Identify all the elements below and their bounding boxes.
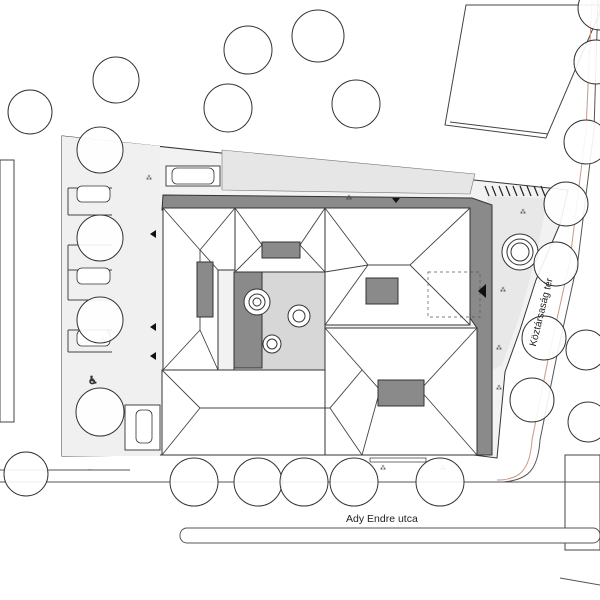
svg-text:⁂: ⁂ bbox=[146, 175, 152, 182]
car-icon bbox=[135, 409, 153, 444]
tree-canopy-icon bbox=[329, 457, 379, 507]
tree-canopy-icon bbox=[7, 89, 53, 135]
svg-text:‥: ‥ bbox=[88, 465, 92, 472]
entrance-arrow-icon bbox=[392, 198, 400, 203]
light-well-northeast bbox=[365, 277, 399, 305]
tree-canopy-icon bbox=[169, 457, 219, 507]
tree-canopy-icon bbox=[533, 241, 579, 287]
corner-curb bbox=[559, 577, 600, 586]
wheelchair-icon: ♿ bbox=[88, 374, 98, 387]
tree-canopy-icon bbox=[543, 181, 589, 227]
neighbour-building-line bbox=[449, 121, 549, 135]
tree-canopy-icon bbox=[573, 39, 600, 85]
ridge-northeast bbox=[324, 207, 471, 326]
trees bbox=[3, 0, 600, 507]
building bbox=[161, 194, 493, 456]
street-label-ady-endre: Ady Endre utca bbox=[346, 513, 418, 525]
tree-canopy-icon bbox=[565, 329, 600, 371]
tree-canopy-icon bbox=[3, 451, 49, 497]
parking-area bbox=[62, 136, 160, 456]
svg-text:⁂: ⁂ bbox=[380, 465, 386, 472]
tree-canopy-icon bbox=[76, 214, 124, 262]
planter-icon bbox=[262, 334, 282, 354]
canopy-outline bbox=[427, 271, 481, 318]
tree-canopy-icon bbox=[563, 119, 600, 165]
bicycle-rack-icon bbox=[484, 185, 546, 197]
planter-icon bbox=[287, 304, 311, 328]
planter-icon-inner bbox=[266, 338, 278, 350]
light-well-west bbox=[196, 261, 214, 318]
planter-icon bbox=[243, 288, 271, 316]
roof-north-wing bbox=[234, 207, 326, 273]
car-icon bbox=[76, 267, 111, 285]
tree-canopy-icon bbox=[92, 56, 140, 104]
car-icon bbox=[171, 167, 215, 185]
tree-canopy-icon bbox=[75, 387, 125, 437]
tree-canopy-icon bbox=[279, 457, 329, 507]
koztarsasag-curb-accent bbox=[496, 0, 593, 481]
tree-canopy-icon bbox=[415, 457, 465, 507]
ady-endre-sidewalk bbox=[179, 527, 600, 544]
entrance-arrow-icon bbox=[478, 284, 486, 298]
tree-canopy-icon bbox=[233, 457, 283, 507]
neighbour-building-north bbox=[444, 4, 600, 139]
tree-canopy-icon bbox=[76, 296, 124, 344]
neighbour-buildings bbox=[0, 4, 600, 551]
courtyard-shadow bbox=[233, 271, 263, 369]
entrance-arrow-icon bbox=[150, 352, 156, 360]
svg-text:⁂: ⁂ bbox=[496, 385, 502, 392]
light-well-southeast bbox=[377, 379, 425, 407]
light-well-north bbox=[261, 241, 301, 259]
roof-northeast-wing bbox=[324, 207, 471, 326]
entrance-arrows bbox=[150, 198, 486, 360]
tree-canopy-icon bbox=[577, 0, 600, 31]
svg-text:⁂: ⁂ bbox=[520, 209, 526, 216]
tree-canopy-icon bbox=[203, 83, 253, 133]
tree-canopy-icon bbox=[567, 401, 600, 443]
tree-canopy-icon bbox=[223, 25, 273, 75]
koztarsasag-curb bbox=[502, 0, 599, 483]
planter-icon-inner bbox=[248, 293, 266, 311]
neighbour-building-west bbox=[0, 159, 15, 423]
tree-canopy-icon bbox=[76, 126, 124, 174]
entrance-arrow-icon bbox=[150, 230, 156, 238]
svg-text:⁂: ⁂ bbox=[346, 195, 352, 202]
tree-canopy-icon bbox=[521, 315, 567, 361]
planter-icon-core bbox=[252, 297, 262, 307]
fountain-icon bbox=[501, 233, 539, 271]
svg-text:⁂: ⁂ bbox=[500, 287, 506, 294]
tree-canopy-icon bbox=[509, 377, 555, 423]
bench-icon bbox=[369, 457, 427, 463]
courtyard-planters bbox=[243, 288, 311, 354]
entrance-arrow-icon bbox=[150, 323, 156, 331]
car-icon bbox=[76, 185, 111, 203]
svg-text:⁂: ⁂ bbox=[496, 345, 502, 352]
planter-icon-inner bbox=[292, 309, 306, 323]
north-pavement bbox=[221, 149, 476, 195]
tree-canopy-icon bbox=[291, 9, 345, 63]
tree-canopy-icon bbox=[331, 79, 381, 129]
ridge-south bbox=[161, 369, 363, 456]
